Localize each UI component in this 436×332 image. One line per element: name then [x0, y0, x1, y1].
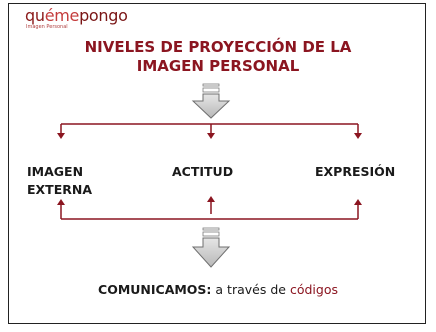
level-imagen-externa: IMAGEN EXTERNA	[27, 163, 92, 199]
level-imagen-line1: IMAGEN	[27, 164, 84, 179]
arrowhead-down-center	[207, 133, 215, 139]
conclusion-bold: COMUNICAMOS:	[98, 282, 212, 297]
bottom-bracket	[60, 201, 359, 220]
arrowhead-up-left	[57, 199, 65, 205]
block-arrow-down-top	[191, 83, 231, 119]
arrowhead-up-right	[354, 199, 362, 205]
level-imagen-line2: EXTERNA	[27, 182, 93, 197]
logo-wordmark: quémepongo	[25, 6, 128, 25]
level-expresion: EXPRESIÓN	[315, 164, 396, 179]
conclusion-middle: a través de	[215, 282, 286, 297]
logo-tagline: Imagen Personal	[26, 24, 68, 30]
conclusion-accent: códigos	[289, 282, 338, 297]
arrowhead-down-right	[354, 133, 362, 139]
arrowhead-up-center	[207, 196, 215, 202]
slide	[8, 3, 426, 324]
top-arrowheads	[57, 133, 362, 139]
bottom-arrowheads	[57, 196, 362, 205]
conclusion-text: COMUNICAMOS: a través de códigos	[0, 282, 436, 297]
level-actitud: ACTITUD	[172, 164, 234, 179]
arrowhead-down-left	[57, 133, 65, 139]
logo: quémepongo Imagen Personal	[25, 8, 128, 30]
block-arrow-down-bottom	[191, 227, 231, 268]
slide-title: NIVELES DE PROYECCIÓN DE LA IMAGEN PERSO…	[0, 38, 436, 76]
title-line-2: IMAGEN PERSONAL	[136, 57, 300, 75]
title-line-1: NIVELES DE PROYECCIÓN DE LA	[84, 38, 352, 56]
